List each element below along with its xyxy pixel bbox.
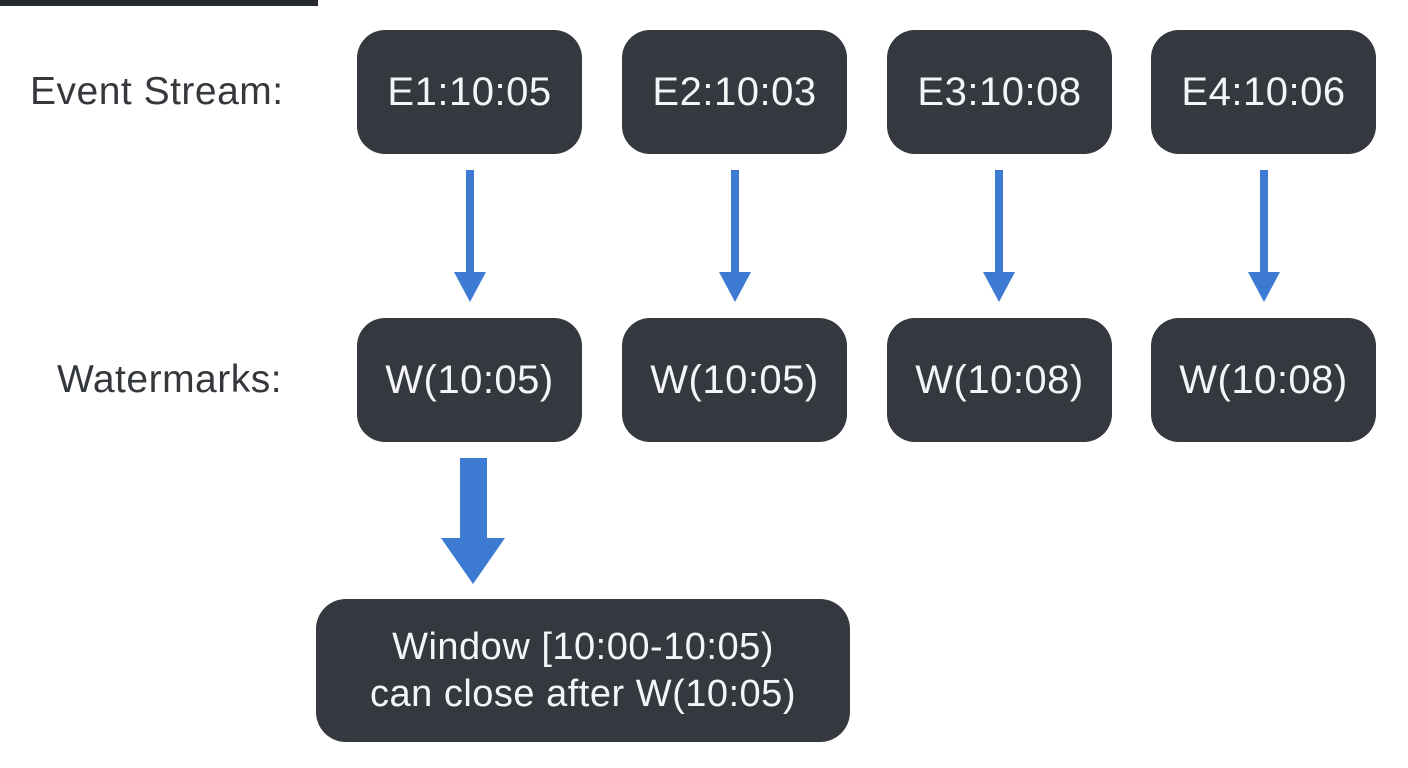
watermarks-row-label: Watermarks:: [57, 358, 283, 401]
event-node-e1: E1:10:05: [357, 30, 582, 154]
window-close-note: Window [10:00-10:05) can close after W(1…: [316, 599, 850, 742]
down-arrow-e1-to-w1-icon: [454, 170, 486, 302]
event-stream-row-label: Event Stream:: [30, 70, 284, 113]
arrow-head: [983, 272, 1015, 302]
event-node-e2: E2:10:03: [622, 30, 847, 154]
window-close-note-line1: Window [10:00-10:05): [392, 625, 774, 668]
arrow-shaft: [995, 170, 1003, 272]
watermark-node-w1: W(10:05): [357, 318, 582, 442]
window-close-note-line2: can close after W(10:05): [370, 672, 796, 715]
down-arrow-e4-to-w4-icon: [1248, 170, 1280, 302]
arrow-shaft: [459, 458, 487, 538]
down-arrow-e2-to-w2-icon: [719, 170, 751, 302]
arrow-shaft: [1260, 170, 1268, 272]
down-arrow-e3-to-w3-icon: [983, 170, 1015, 302]
event-node-e4: E4:10:06: [1151, 30, 1376, 154]
event-node-e3: E3:10:08: [887, 30, 1112, 154]
watermark-node-w2: W(10:05): [622, 318, 847, 442]
arrow-head: [441, 538, 505, 584]
arrow-shaft: [466, 170, 474, 272]
arrow-head: [719, 272, 751, 302]
arrow-shaft: [731, 170, 739, 272]
watermark-node-w4: W(10:08): [1151, 318, 1376, 442]
down-arrow-w1-to-window-icon: [441, 458, 505, 584]
screenshot-artifact-bar: [0, 0, 318, 6]
arrow-head: [1248, 272, 1280, 302]
watermark-node-w3: W(10:08): [887, 318, 1112, 442]
arrow-head: [454, 272, 486, 302]
